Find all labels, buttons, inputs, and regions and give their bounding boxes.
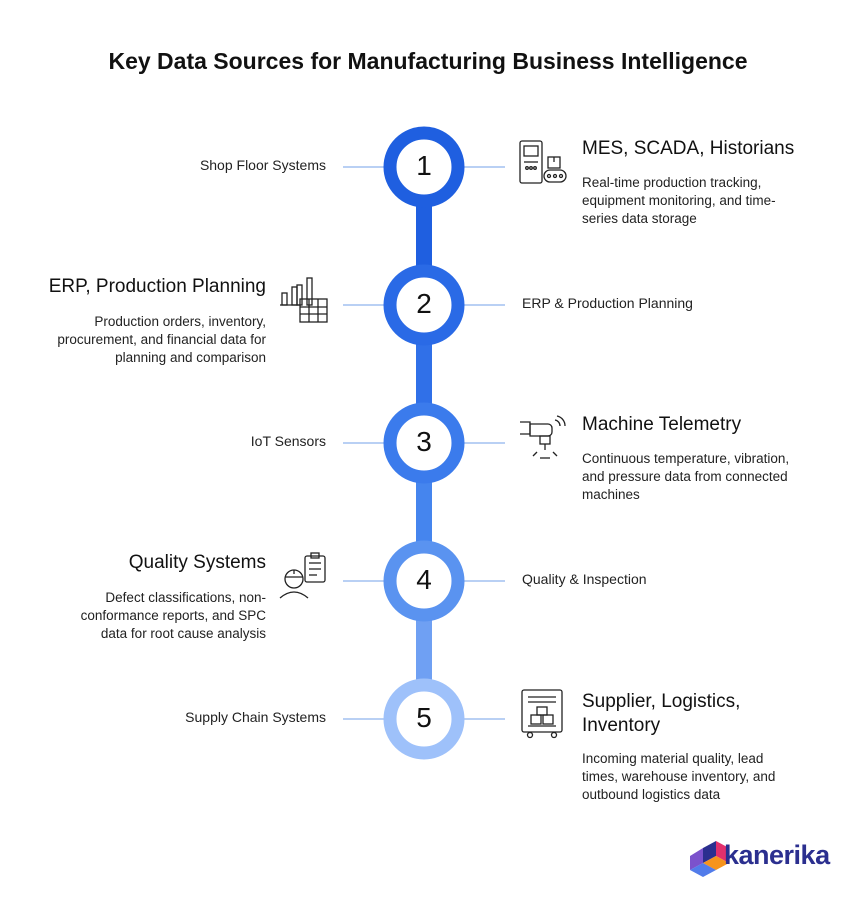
- step-label-3: IoT Sensors: [250, 433, 326, 449]
- kanerika-logo-icon: [690, 841, 729, 877]
- step-circle-1: [383, 126, 465, 208]
- factory-grid-icon: [280, 277, 328, 323]
- step-number-2: 2: [416, 288, 432, 319]
- step-circle-4: [383, 540, 465, 622]
- step-label-2: ERP & Production Planning: [522, 295, 693, 311]
- spine-segment-4-5: [416, 616, 432, 696]
- step-label-4: Quality & Inspection: [522, 571, 647, 587]
- step-number-5: 5: [416, 702, 432, 733]
- step-circle-2: [383, 264, 465, 346]
- step-circle-5: [383, 678, 465, 760]
- step-heading-4: Quality Systems: [128, 552, 266, 573]
- brand-name: kanerika: [724, 840, 830, 870]
- step-description-4: Defect classifications, non-conformance …: [80, 590, 266, 641]
- warehouse-boxes-icon: [521, 689, 563, 739]
- step-number-3: 3: [416, 426, 432, 457]
- spine-segment-3-4: [416, 478, 432, 558]
- step-number-4: 4: [416, 564, 432, 595]
- control-panel-icon: [519, 140, 567, 184]
- step-heading-3: Machine Telemetry: [582, 414, 742, 435]
- inspector-clipboard-icon: [279, 552, 326, 599]
- step-label-5: Supply Chain Systems: [185, 709, 326, 725]
- step-description-1: Real-time production tracking,equipment …: [582, 175, 776, 226]
- step-description-3: Continuous temperature, vibration,and pr…: [582, 451, 790, 502]
- step-heading-2: ERP, Production Planning: [48, 276, 266, 297]
- spine-segment-1-2: [416, 200, 432, 280]
- spine-segment-2-3: [416, 340, 432, 420]
- step-heading-1: MES, SCADA, Historians: [582, 138, 795, 159]
- step-heading-5: Supplier, Logistics,Inventory: [582, 691, 741, 736]
- connector-lines: [343, 166, 505, 720]
- step-label-1: Shop Floor Systems: [199, 157, 326, 173]
- step-circle-3: [383, 402, 465, 484]
- step-number-1: 1: [416, 150, 432, 181]
- page-title: Key Data Sources for Manufacturing Busin…: [108, 48, 748, 74]
- step-description-2: Production orders, inventory,procurement…: [57, 314, 266, 365]
- sensor-camera-icon: [520, 415, 566, 459]
